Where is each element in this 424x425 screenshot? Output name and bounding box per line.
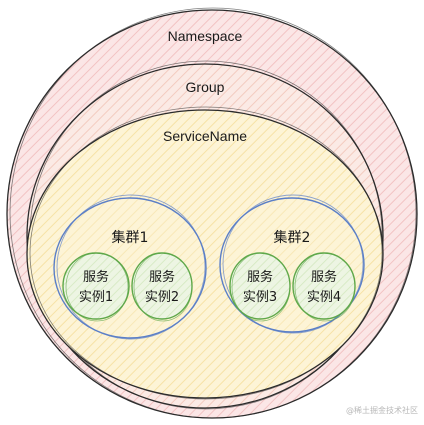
cluster-2-ellipse-sketch — [222, 194, 364, 334]
service-ellipse-sketch — [29, 106, 383, 400]
instance-3-ellipse-sketch — [231, 252, 291, 322]
instance-2-ellipse-sketch — [133, 252, 193, 322]
instance-4: 服务 实例4 — [292, 252, 356, 322]
cluster-2-label: 集群2 — [274, 229, 311, 246]
instance-1-line2: 实例1 — [79, 290, 113, 305]
instance-2-line2: 实例2 — [145, 290, 179, 305]
service-label: ServiceName — [163, 128, 247, 144]
instance-4-line1: 服务 — [311, 269, 337, 285]
instance-1: 服务 实例1 — [62, 252, 130, 322]
instance-4-ellipse-sketch — [294, 252, 356, 322]
cluster-2: 集群2 服务 实例3 服务 实例4 — [219, 194, 365, 334]
watermark: @稀土掘金技术社区 — [346, 405, 418, 415]
cluster-1: 集群1 服务 实例1 服务 实例2 — [53, 194, 207, 340]
instance-2: 服务 实例2 — [131, 252, 193, 322]
instance-1-line1: 服务 — [83, 269, 109, 285]
group-label: Group — [186, 79, 225, 95]
instance-4-line2: 实例4 — [307, 290, 341, 305]
instance-3-line2: 实例3 — [243, 290, 277, 305]
instance-1-ellipse-sketch — [65, 252, 129, 322]
instance-3-line1: 服务 — [247, 269, 273, 285]
cluster-1-label: 集群1 — [112, 229, 149, 246]
instance-3: 服务 实例3 — [229, 252, 291, 322]
cluster-1-ellipse-sketch — [56, 194, 206, 340]
instance-2-line1: 服务 — [149, 269, 175, 285]
namespace-label: Namespace — [168, 28, 243, 44]
namespace-ellipse-sketch — [9, 7, 417, 419]
